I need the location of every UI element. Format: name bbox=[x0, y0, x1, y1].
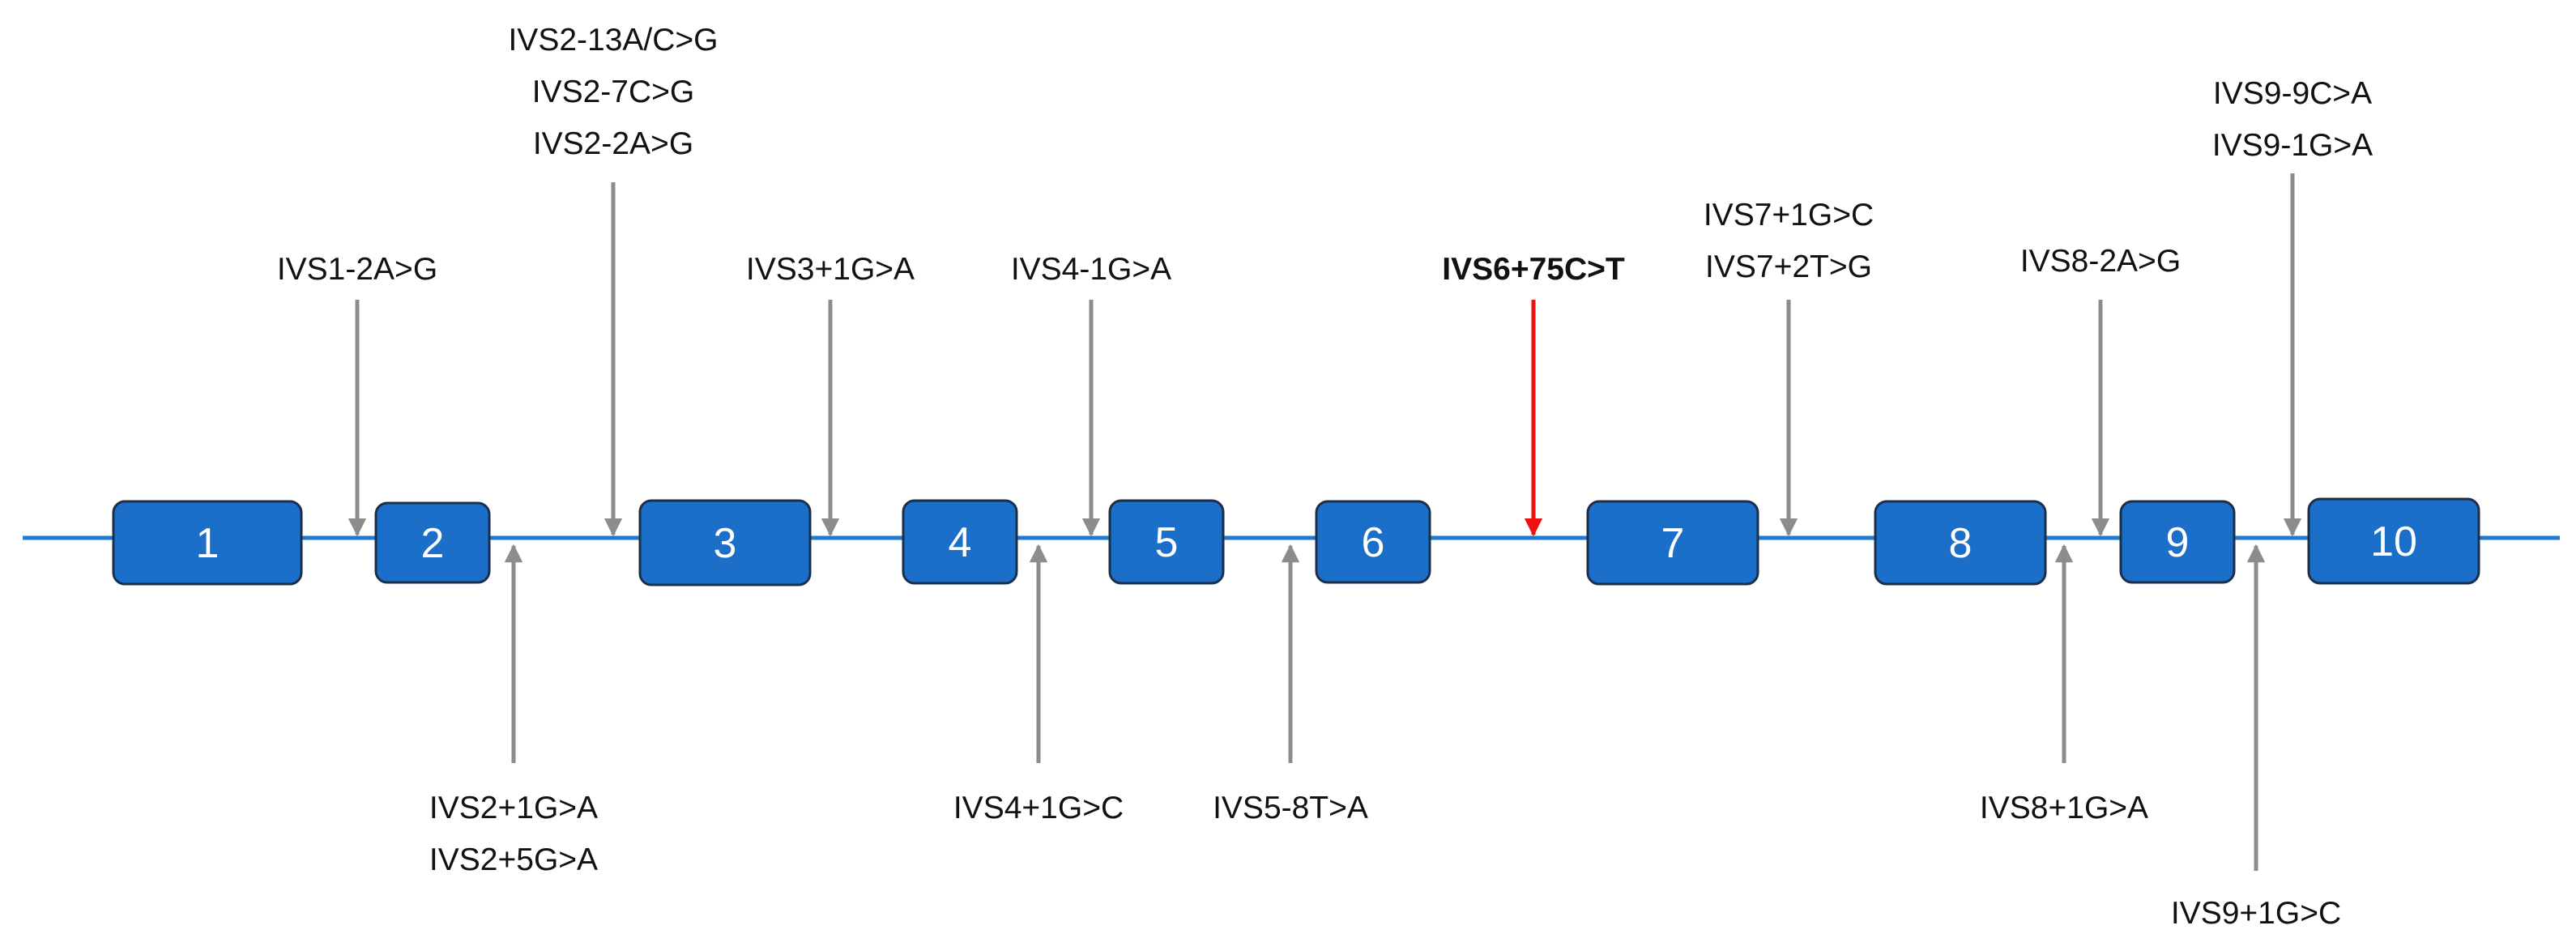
exon-box bbox=[2119, 500, 2236, 584]
mutation-arrows bbox=[348, 173, 2302, 871]
m-ivs7-label: IVS7+1G>C bbox=[1704, 198, 1874, 232]
exon-label: 7 bbox=[1661, 520, 1685, 567]
m-ivs9-don-label: IVS9+1G>C bbox=[2171, 896, 2341, 931]
m-ivs2-don-label: IVS2+1G>A bbox=[429, 791, 598, 825]
m-ivs2-don-label: IVS2+5G>A bbox=[429, 842, 598, 877]
m-ivs1-label: IVS1-2A>G bbox=[277, 252, 437, 287]
mutation-labels: IVS1-2A>G IVS2-13A/C>G IVS2-7C>G IVS2-2A>G I… bbox=[277, 23, 2373, 931]
exon-1: 1 bbox=[112, 500, 303, 586]
m-ivs7-label: IVS7+2T>G bbox=[1705, 249, 1872, 284]
m-ivs3-label: IVS3+1G>A bbox=[746, 252, 915, 287]
exons: 1 2 3 4 5 6 7 8 9 10 bbox=[112, 497, 2480, 586]
exon-label: 10 bbox=[2370, 518, 2417, 565]
exon-9: 9 bbox=[2119, 500, 2236, 584]
exon-box bbox=[638, 499, 812, 586]
m-ivs9-acc-label: IVS9-9C>A bbox=[2213, 76, 2372, 111]
exon-3: 3 bbox=[638, 499, 812, 586]
exon-label: 5 bbox=[1155, 519, 1179, 566]
m-ivs2-acc-label: IVS2-2A>G bbox=[533, 126, 693, 161]
exon-label: 2 bbox=[421, 520, 445, 567]
exon-box bbox=[1586, 500, 1759, 586]
exon-label: 4 bbox=[949, 519, 972, 566]
exon-label: 8 bbox=[1949, 520, 1973, 567]
exon-5: 5 bbox=[1108, 499, 1225, 585]
exon-box bbox=[112, 500, 303, 586]
m-ivs2-acc-label: IVS2-13A/C>G bbox=[508, 23, 718, 58]
exon-label: 1 bbox=[196, 520, 220, 567]
exon-box bbox=[1315, 500, 1431, 584]
m-ivs9-acc-label: IVS9-1G>A bbox=[2212, 128, 2373, 163]
exon-label: 6 bbox=[1362, 519, 1385, 566]
m-ivs2-acc-label: IVS2-7C>G bbox=[532, 75, 695, 109]
exon-box bbox=[902, 499, 1018, 585]
exon-label: 9 bbox=[2166, 519, 2190, 566]
exon-label: 3 bbox=[714, 520, 737, 567]
exon-box bbox=[2307, 497, 2480, 585]
exon-7: 7 bbox=[1586, 500, 1759, 586]
exon-8: 8 bbox=[1874, 500, 2047, 586]
m-ivs4-acc-label: IVS4-1G>A bbox=[1011, 252, 1171, 287]
exon-6: 6 bbox=[1315, 500, 1431, 584]
exon-10: 10 bbox=[2307, 497, 2480, 585]
exon-4: 4 bbox=[902, 499, 1018, 585]
m-ivs8-acc-label: IVS8-2A>G bbox=[2020, 244, 2181, 279]
m-ivs8-don-label: IVS8+1G>A bbox=[1980, 791, 2148, 825]
m-ivs4-don-label: IVS4+1G>C bbox=[953, 791, 1124, 825]
m-ivs6-label: IVS6+75C>T bbox=[1442, 252, 1625, 287]
exon-box bbox=[1874, 500, 2047, 586]
exon-2: 2 bbox=[374, 501, 491, 584]
m-ivs5-label: IVS5-8T>A bbox=[1213, 791, 1368, 825]
exon-box bbox=[374, 501, 491, 584]
exon-box bbox=[1108, 499, 1225, 585]
